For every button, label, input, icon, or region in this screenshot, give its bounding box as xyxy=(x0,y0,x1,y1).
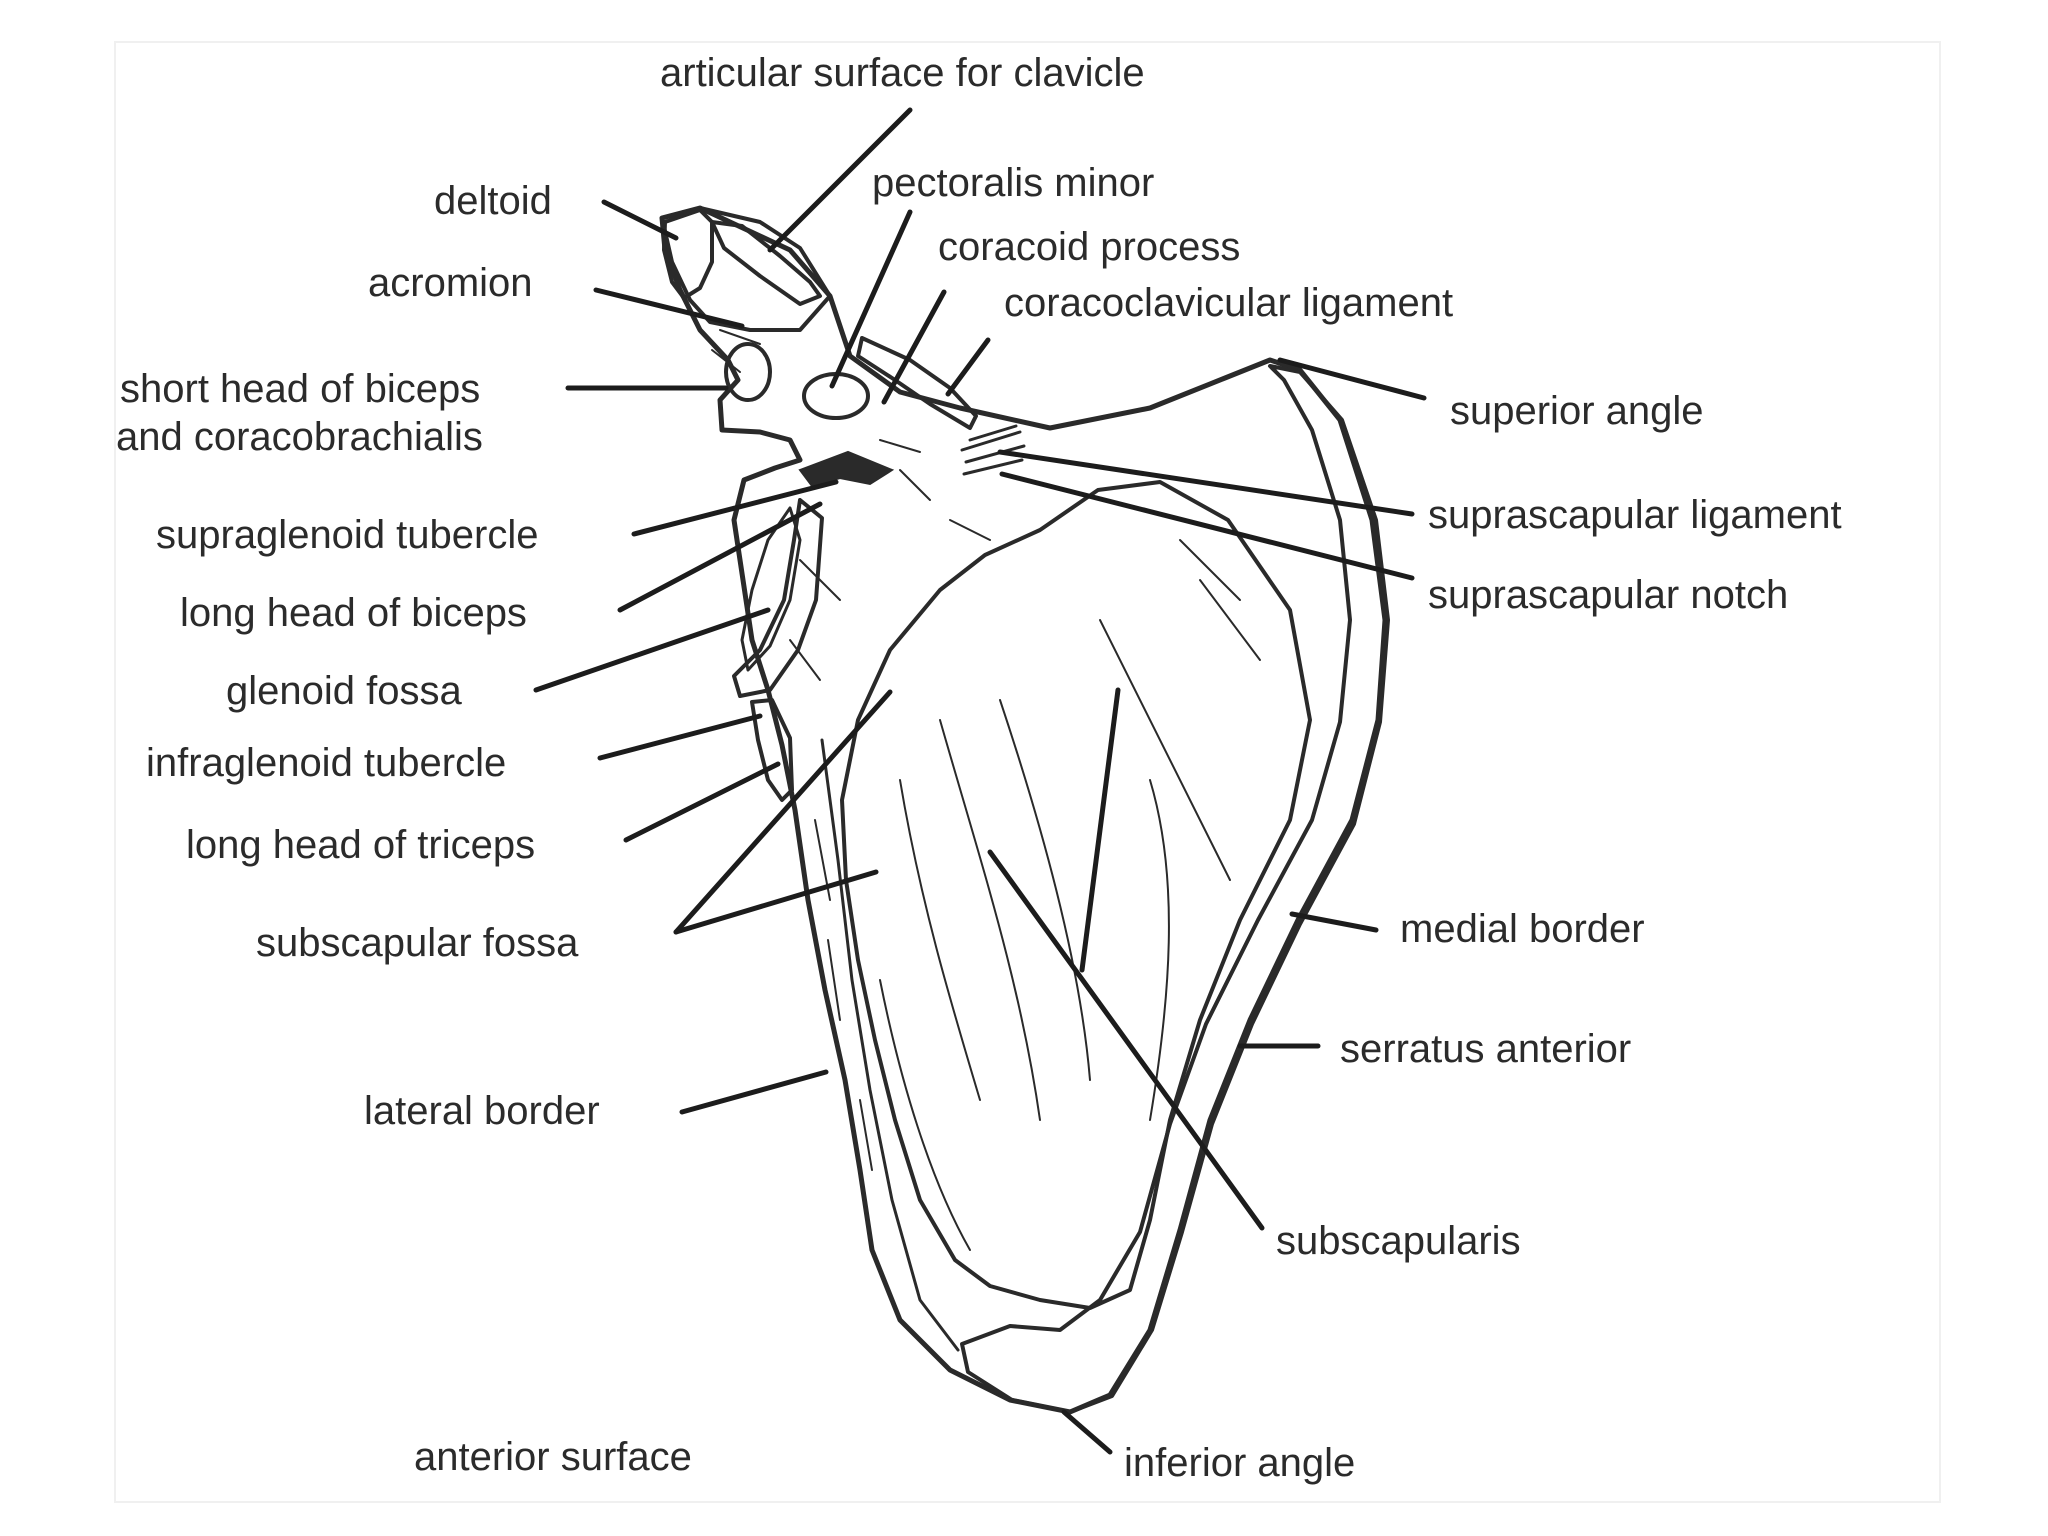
label-infraglenoid-tubercle: infraglenoid tubercle xyxy=(146,741,506,785)
label-suprascapular-notch: suprascapular notch xyxy=(1428,573,1788,617)
labels: articular surface for clavicle pectorali… xyxy=(116,51,1842,1485)
coracoclavicular-ligament-attachment xyxy=(856,336,978,430)
label-glenoid-fossa: glenoid fossa xyxy=(226,669,462,713)
leader-coracoclavicular-ligament xyxy=(945,337,991,397)
leader-inferior-angle xyxy=(1061,1409,1113,1455)
label-serratus-anterior: serratus anterior xyxy=(1340,1027,1631,1071)
label-medial-border: medial border xyxy=(1400,907,1645,951)
label-subscapularis: subscapularis xyxy=(1276,1219,1521,1263)
label-coracoid-process: coracoid process xyxy=(938,225,1240,269)
subscapularis-striations xyxy=(879,619,1231,1251)
suprascapular-ligament-fibres xyxy=(960,424,1026,476)
leader-long-head-triceps xyxy=(623,761,781,843)
label-anterior-surface: anterior surface xyxy=(414,1435,692,1479)
leader-infraglenoid-tubercle xyxy=(597,713,763,761)
label-short-head-line2: and coracobrachialis xyxy=(116,415,483,459)
label-superior-angle: superior angle xyxy=(1450,389,1704,433)
leader-subscapular-fossa-b xyxy=(673,869,879,935)
leader-suprascapular-ligament xyxy=(997,449,1415,517)
leader-long-head-biceps xyxy=(617,501,823,613)
scapula-bone xyxy=(659,205,1388,1415)
leader-subscapularis-a xyxy=(987,849,1265,1231)
label-acromion: acromion xyxy=(368,261,533,305)
leader-suprascapular-notch xyxy=(999,471,1415,581)
leader-supraglenoid-tubercle xyxy=(631,479,839,537)
deltoid-attachment xyxy=(662,208,714,300)
label-long-head-biceps: long head of biceps xyxy=(180,591,527,635)
label-supraglenoid-tubercle: supraglenoid tubercle xyxy=(156,513,538,557)
leader-lateral-border xyxy=(679,1069,829,1115)
glenoid-rim xyxy=(732,498,824,698)
leader-pectoralis-minor xyxy=(829,209,913,389)
short-head-biceps-attachment xyxy=(724,342,772,402)
label-short-head-line1: short head of biceps xyxy=(120,367,480,411)
bone-inner-contour xyxy=(820,738,960,1352)
label-pectoralis-minor: pectoralis minor xyxy=(872,161,1154,205)
leader-acromion xyxy=(593,287,745,329)
glenoid-fossa-shape xyxy=(740,506,802,672)
articular-surface-clavicle xyxy=(710,220,822,306)
leader-lines xyxy=(533,107,1427,1455)
serratus-anterior-muscle xyxy=(960,364,1390,1414)
label-subscapular-fossa: subscapular fossa xyxy=(256,921,579,965)
leader-articular-surface xyxy=(767,107,913,253)
leader-glenoid-fossa xyxy=(533,607,771,693)
leader-superior-angle xyxy=(1277,357,1427,401)
figure-frame xyxy=(114,41,1941,1503)
leader-medial-border xyxy=(1289,911,1379,933)
label-deltoid: deltoid xyxy=(434,179,552,223)
leader-coracoid-process xyxy=(881,289,947,405)
leader-deltoid xyxy=(601,199,679,241)
label-lateral-border: lateral border xyxy=(364,1089,600,1133)
acromion-shape xyxy=(660,206,832,332)
bone-hatching xyxy=(711,329,1261,1171)
long-head-triceps-attachment xyxy=(750,698,794,802)
label-suprascapular-ligament: suprascapular ligament xyxy=(1428,493,1842,537)
subscapularis-muscle xyxy=(840,480,1312,1310)
label-coracoclavicular-ligament: coracoclavicular ligament xyxy=(1004,281,1453,325)
leader-subscapular-fossa-a xyxy=(673,689,893,935)
label-inferior-angle: inferior angle xyxy=(1124,1441,1355,1485)
leader-subscapularis-b xyxy=(1079,687,1121,973)
label-long-head-triceps: long head of triceps xyxy=(186,823,535,867)
label-articular-surface: articular surface for clavicle xyxy=(660,51,1145,95)
